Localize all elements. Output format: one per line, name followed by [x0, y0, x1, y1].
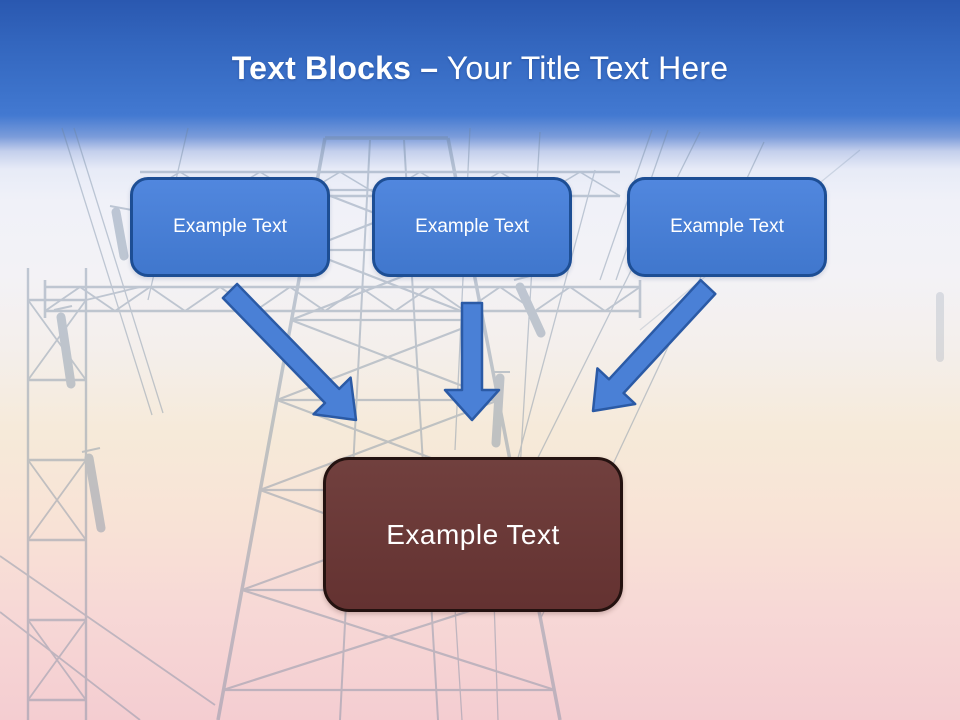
text-block-1[interactable]: Example Text: [130, 177, 330, 277]
slide-title-regular: Your Title Text Here: [446, 50, 729, 86]
result-block[interactable]: Example Text: [323, 457, 623, 612]
text-block-3[interactable]: Example Text: [627, 177, 827, 277]
arrow-down-right-icon[interactable]: [221, 282, 358, 422]
arrow-down-left-icon[interactable]: [591, 278, 717, 413]
text-block-2[interactable]: Example Text: [372, 177, 572, 277]
arrow-down-icon[interactable]: [443, 301, 501, 422]
text-block-2-label: Example Text: [415, 216, 529, 237]
text-block-1-label: Example Text: [173, 216, 287, 237]
slide-title-bold: Text Blocks –: [231, 50, 439, 86]
text-block-3-label: Example Text: [670, 216, 784, 237]
slide-title[interactable]: Text Blocks – Your Title Text Here: [0, 50, 960, 87]
result-block-label: Example Text: [386, 518, 560, 550]
